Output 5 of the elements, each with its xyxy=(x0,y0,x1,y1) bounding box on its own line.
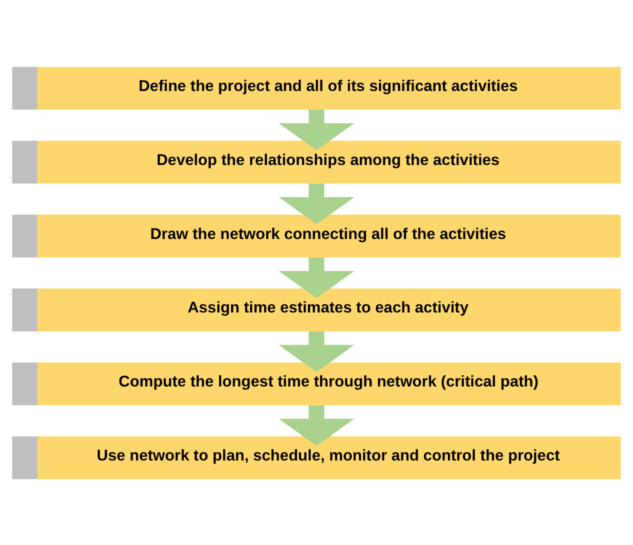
arrow xyxy=(278,256,354,298)
arrow xyxy=(278,404,354,446)
arrow xyxy=(278,330,354,372)
arrow xyxy=(278,183,354,224)
arrow xyxy=(278,109,354,150)
